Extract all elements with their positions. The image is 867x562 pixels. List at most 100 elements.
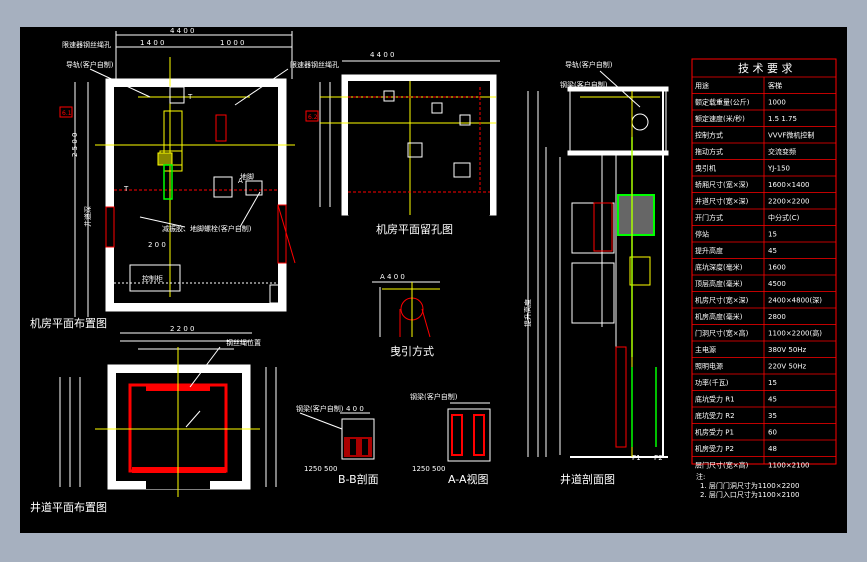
section-aa-title: A-A视图 [448,472,489,486]
svg-text:控制柜: 控制柜 [142,274,163,283]
table-cell-key: 机房受力 P2 [695,444,734,453]
svg-text:提升高度: 提升高度 [523,299,532,327]
svg-text:井道深: 井道深 [83,206,92,227]
section-bb-title: B-B剖面 [338,472,379,486]
table-cell-value: 客梯 [768,81,782,90]
svg-text:T: T [123,185,129,193]
table-cell-value: 220V 50Hz [768,363,807,371]
cad-drawing-canvas[interactable]: 4 4 0 0 1 4 0 0 1 0 0 0 2 5 0 0 井道深 [20,27,847,533]
table-cell-value: 2200×2200 [768,198,810,206]
table-cell-key: 底坑受力 R1 [695,395,735,404]
table-cell-key: 额定载重量(公斤) [695,98,750,107]
shaft-section: 提升高度 导轨(客户自制) 钢梁(客户自制) P1 P2 井道剖面图 [523,60,669,486]
left-marker: 6.1 [62,110,72,117]
table-cell-value: 1100×2100 [768,462,810,470]
table-cell-value: 1.5 1.75 [768,115,797,123]
notes-title: 注: [696,472,705,481]
svg-text:2 2 0 0: 2 2 0 0 [170,325,195,333]
svg-text:钢梁(客户自制): 钢梁(客户自制) [410,392,458,401]
table-cell-value: 35 [768,412,777,420]
tech-table-title: 技 术 要 求 [738,62,793,75]
table-cell-value: 中分式(C) [768,213,800,222]
table-cell-value: 1100×2200(高) [768,329,822,338]
table-cell-value: 45 [768,396,777,404]
svg-text:4 4 0 0: 4 4 0 0 [370,51,395,59]
table-cell-key: 照明电源 [695,362,723,371]
table-cell-key: 主电源 [695,345,716,354]
svg-text:2 0 0: 2 0 0 [148,241,166,249]
note-1: 1. 层门门洞尺寸为1100×2200 [700,481,799,490]
table-cell-key: 机房尺寸(宽×深) [695,296,749,305]
table-cell-key: 底坑深度(毫米) [695,263,743,272]
svg-text:4 4 0 0: 4 4 0 0 [170,27,195,35]
svg-text:钢丝绳位置: 钢丝绳位置 [226,338,261,347]
table-cell-key: 门洞尺寸(宽×高) [695,329,749,338]
table-cell-value: 48 [768,445,777,453]
machine-room-holes-title: 机房平面留孔图 [376,222,453,236]
traction-method-title: 曳引方式 [390,344,434,358]
table-cell-key: 开门方式 [695,213,723,222]
shaft-section-title: 井道剖面图 [560,472,615,486]
elevator-drawing: 4 4 0 0 1 4 0 0 1 0 0 0 2 5 0 0 井道深 [30,27,837,514]
p2-label: P2 [654,454,663,462]
table-cell-value: 1000 [768,99,786,107]
svg-text:1250 500: 1250 500 [304,465,337,473]
table-cell-key: 控制方式 [695,131,723,140]
section-bb: 4 0 0 钢梁(客户自制) 1250 500 B-B剖面 [296,404,379,486]
svg-text:限速器钢丝绳孔: 限速器钢丝绳孔 [62,40,111,49]
table-cell-key: 轿厢尺寸(宽×深) [695,180,749,189]
table-cell-key: 拖动方式 [695,147,723,156]
svg-text:导轨(客户自制): 导轨(客户自制) [565,60,613,69]
mid-marker: 6.2 [308,114,318,121]
shaft-plan: 2 2 0 0 钢丝绳位置 井道平面布置图 [30,325,277,514]
svg-text:2 5 0 0: 2 5 0 0 [71,133,79,158]
table-cell-value: 15 [768,379,777,387]
table-cell-key: 井道尺寸(宽×深) [695,197,749,206]
table-cell-value: 15 [768,231,777,239]
traction-method: A 4 0 0 曳引方式 [372,273,440,358]
table-cell-key: 层门尺寸(宽×高) [695,461,749,470]
svg-text:地脚: 地脚 [240,172,254,181]
table-cell-key: 用途 [695,81,709,90]
machine-room-holes: 4 4 0 0 6.2 机房平面留孔图 [305,51,500,236]
table-cell-value: YJ-150 [767,165,790,173]
machine-room-plan: 4 4 0 0 1 4 0 0 1 0 0 0 2 5 0 0 井道深 [30,27,339,330]
table-cell-key: 机房受力 P1 [695,428,734,437]
table-cell-key: 底坑受力 R2 [695,411,735,420]
svg-text:A: A [238,177,243,185]
table-cell-value: 4500 [768,280,786,288]
svg-text:限速器钢丝绳孔: 限速器钢丝绳孔 [290,60,339,69]
table-cell-value: 380V 50Hz [768,346,807,354]
table-cell-value: 1600×1400 [768,181,810,189]
table-cell-key: 提升高度 [695,246,723,255]
table-cell-value: 2800 [768,313,786,321]
table-cell-key: 功率(千瓦) [695,378,729,387]
svg-text:导轨(客户自制): 导轨(客户自制) [66,60,114,69]
table-cell-key: 停站 [695,230,709,239]
svg-text:减振胶、地脚螺栓(客户自制): 减振胶、地脚螺栓(客户自制) [162,224,252,233]
svg-text:1 4 0 0: 1 4 0 0 [140,39,165,47]
table-cell-value: 交流变频 [768,147,796,156]
svg-text:钢梁(客户自制): 钢梁(客户自制) [560,80,608,89]
machine-room-plan-title: 机房平面布置图 [30,316,107,330]
svg-text:1250 500: 1250 500 [412,465,445,473]
table-cell-key: 额定速度(米/秒) [695,114,745,123]
svg-text:1 0 0 0: 1 0 0 0 [220,39,245,47]
svg-text:4 0 0: 4 0 0 [346,405,364,413]
p1-label: P1 [632,454,641,462]
note-2: 2. 层门入口尺寸为1100×2100 [700,490,799,499]
table-cell-value: VVVF微机控制 [768,131,814,140]
svg-text:T: T [187,93,193,101]
tech-notes: 注: 1. 层门门洞尺寸为1100×2200 2. 层门入口尺寸为1100×21… [696,472,799,499]
table-cell-key: 曳引机 [695,164,716,173]
table-cell-value: 45 [768,247,777,255]
table-cell-value: 60 [768,429,777,437]
table-cell-value: 2400×4800(深) [768,296,822,305]
table-cell-key: 机房高度(毫米) [695,312,743,321]
table-cell-key: 顶层高度(毫米) [695,279,743,288]
svg-text:钢梁(客户自制): 钢梁(客户自制) [296,404,344,413]
section-aa: 钢梁(客户自制) 1250 500 A-A视图 [410,392,491,486]
svg-text:A 4 0 0: A 4 0 0 [380,273,405,281]
table-cell-value: 1600 [768,264,786,272]
